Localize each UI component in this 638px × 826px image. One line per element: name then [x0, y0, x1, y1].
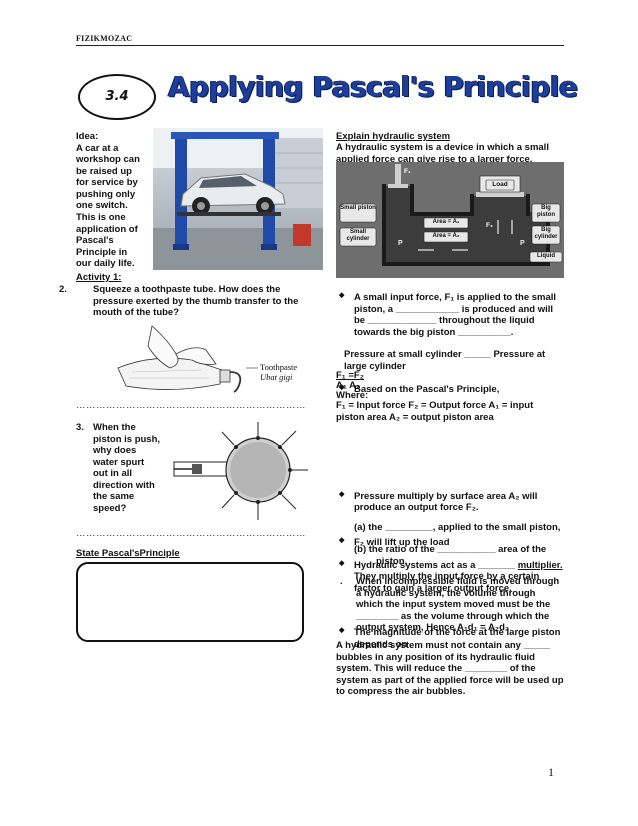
label-liquid: Liquid	[537, 253, 555, 259]
label-load: Load	[492, 181, 508, 188]
answer-line: ……………………………………………………………	[76, 400, 306, 411]
question-3-line: why does	[93, 445, 137, 457]
question-3-line: speed?	[93, 503, 127, 515]
bullet-output-force: Pressure multiply by surface area A₂ wil…	[336, 491, 564, 514]
question-3-line: the same	[93, 491, 135, 503]
idea-line: pushing only	[76, 188, 136, 200]
answer-line: ……………………………………………………………	[76, 528, 306, 539]
bullet-lift-load: F₂ will lift up the load	[336, 537, 564, 549]
label-area-a2: Area = A₂	[432, 233, 460, 239]
question-3-line: piston is push,	[93, 433, 161, 445]
page-title: Applying Pascal's Principle	[168, 70, 578, 103]
explain-heading: Explain hydraulic system	[336, 131, 451, 142]
idea-line: our daily life.	[76, 258, 135, 270]
pascal-answer-box[interactable]	[76, 562, 304, 642]
multiplier-word: multiplier.	[517, 559, 563, 571]
bullet-pascal-line1: Based on the Pascal's Principle,	[354, 384, 500, 396]
volume-text: When incompressible fluid is moved throu…	[356, 576, 560, 634]
explain-text: A hydraulic system is a device in which …	[336, 142, 549, 165]
bullet-pascal-principle: Based on the Pascal's Principle,	[336, 384, 564, 396]
section-badge: 3.4	[78, 74, 156, 120]
question-3-line: direction with	[93, 479, 155, 491]
header-label: FIZIKMOZAC	[76, 34, 133, 43]
depends-on-a: (a) the _________, applied to the small …	[354, 522, 561, 533]
label-big-piston: Big piston	[537, 205, 555, 218]
label-small-piston: Small piston	[340, 205, 376, 211]
question-2-text: Squeeze a toothpaste tube. How does the …	[93, 284, 299, 319]
activity-heading: Activity 1:	[76, 272, 122, 283]
bullet-volume: . When incompressible fluid is moved thr…	[336, 576, 564, 634]
formula-f: F₁ =F₂	[336, 370, 364, 381]
label-f2: F₂	[486, 222, 493, 229]
idea-line: Pascal's	[76, 235, 114, 247]
header-rule	[76, 45, 564, 46]
idea-line: Idea:	[76, 131, 99, 142]
hydraulic-diagram	[336, 162, 564, 278]
where-label: Where:	[336, 390, 369, 401]
pressure-equal-text: Pressure at small cylinder _____ Pressur…	[344, 349, 546, 372]
label-f1: F₁	[404, 168, 411, 175]
idea-text: Idea: A car at a workshop can be raised …	[76, 131, 150, 270]
bullet-magnitude: The magnitude of the force at the large …	[336, 627, 564, 650]
bullet-force-multiplier: Hydraulic systems act as a _______ multi…	[336, 560, 564, 595]
label-pressure-right: P	[520, 240, 525, 247]
air-bubbles-paragraph: A hydraulic system must not contain any …	[336, 640, 564, 698]
bullet-dot-icon: .	[340, 576, 343, 587]
idea-line: workshop can	[76, 154, 140, 166]
question-2-number: 2.	[59, 284, 67, 295]
multiplier-pre: Hydraulic systems act as a _______	[354, 559, 516, 571]
car-lift-photo	[153, 128, 323, 270]
label-pressure-left: P	[398, 240, 403, 247]
question-3-line: When the	[93, 422, 136, 433]
idea-line: Principle in	[76, 246, 128, 258]
idea-line: for service by	[76, 177, 138, 189]
label-big-cylinder: Big cylinder	[534, 227, 558, 240]
question-2: 2. Squeeze a toothpaste tube. How does th…	[59, 284, 308, 319]
idea-line: This is one	[76, 212, 126, 224]
state-pascal-heading: State Pascal'sPrinciple	[76, 548, 180, 559]
toothpaste-label: Toothpaste	[260, 362, 298, 372]
question-3-number: 3.	[76, 422, 84, 433]
question-3-line: water spurt	[93, 456, 145, 468]
idea-line: one switch.	[76, 200, 128, 212]
toothpaste-illustration	[117, 325, 258, 393]
question-3-text: When the piston is push, why does water …	[93, 422, 173, 515]
label-area-a1: Area = A₁	[432, 219, 460, 225]
label-small-cylinder: Small cylinder	[346, 229, 370, 242]
formula-a: A₁ A₂	[336, 380, 361, 391]
idea-line: be raised up	[76, 165, 132, 177]
bullet-input-force: A small input force, F₁ is applied to th…	[336, 292, 564, 338]
idea-line: application of	[76, 223, 138, 235]
question-3-line: out in all	[93, 468, 133, 480]
idea-line: A car at a	[76, 142, 119, 154]
multiplier-post: They multiply the input force by a certa…	[354, 571, 540, 594]
page-number: 1	[548, 765, 554, 779]
pascal-sphere-illustration	[173, 422, 308, 520]
toothpaste-label-malay: Ubat gigi	[260, 372, 293, 382]
depends-on-b: (b) the ratio of the ___________ area of…	[354, 544, 547, 567]
where-definitions: F₁ = Input force F₂ = Output force A₁ = …	[336, 400, 534, 423]
